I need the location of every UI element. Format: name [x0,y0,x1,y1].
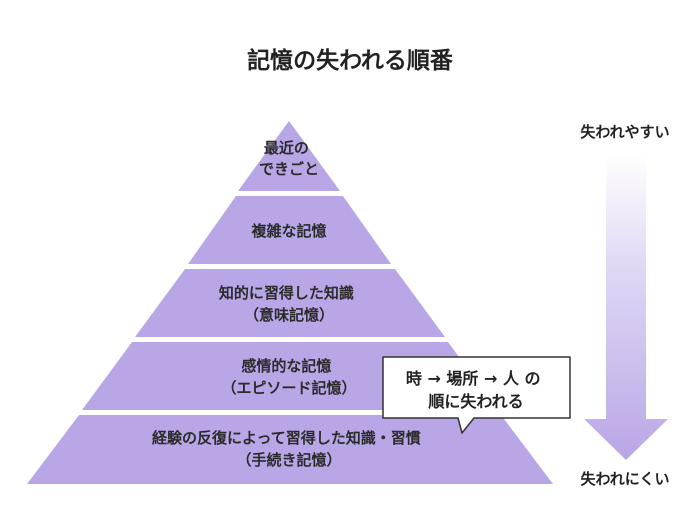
tier-5-line-2: （手続き記憶） [236,451,341,469]
tier-5-label: 経験の反復によって習得した知識・習慣 （手続き記憶） [152,429,426,469]
arrow-top-label: 失われやすい [580,123,669,141]
callout-bubble: 時 → 場所 → 人 の 順に失われる [382,356,571,434]
pyramid-tier-1 [238,121,340,191]
loss-tendency-arrow: 失われやすい 失われにくい [580,123,669,488]
tier-3-label: 知的に習得した知識 （意味記憶） [219,284,359,324]
callout-line-1: 時 → 場所 → 人 の [406,369,541,388]
tier-1-label: 最近の できごと [259,139,319,178]
pyramid-tier-2 [188,196,391,264]
arrow-bottom-label: 失われにくい [581,470,670,488]
tier-5-line-1: 経験の反復によって習得した知識・習慣 [152,429,421,447]
tier-1-line-1: 最近の [264,139,309,157]
tier-4-label: 感情的な記憶 （エピソード記憶） [221,357,356,397]
down-arrow-icon [584,155,668,460]
tier-4-line-1: 感情的な記憶 [241,357,331,375]
callout-shape [382,356,571,434]
tier-2-line-1: 複雑な記憶 [250,222,326,240]
callout-text: 時 → 場所 → 人 の 順に失われる [406,369,546,411]
pyramid-tier-3 [135,269,445,337]
tier-3-line-1: 知的に習得した知識 [219,284,354,302]
tier-4-line-2: （エピソード記憶） [221,379,356,397]
tier-1-line-2: できごと [259,160,319,178]
pyramid-tier-5 [27,415,553,484]
pyramid-labels: 最近の できごと 複雑な記憶 知的に習得した知識 （意味記憶） 感情的な記憶 （… [152,139,426,469]
diagram-title: 記憶の失われる順番 [247,47,454,74]
tier-3-line-2: （意味記憶） [244,306,334,324]
tier-2-label: 複雑な記憶 [250,222,326,240]
callout-line-2: 順に失われる [427,392,523,411]
